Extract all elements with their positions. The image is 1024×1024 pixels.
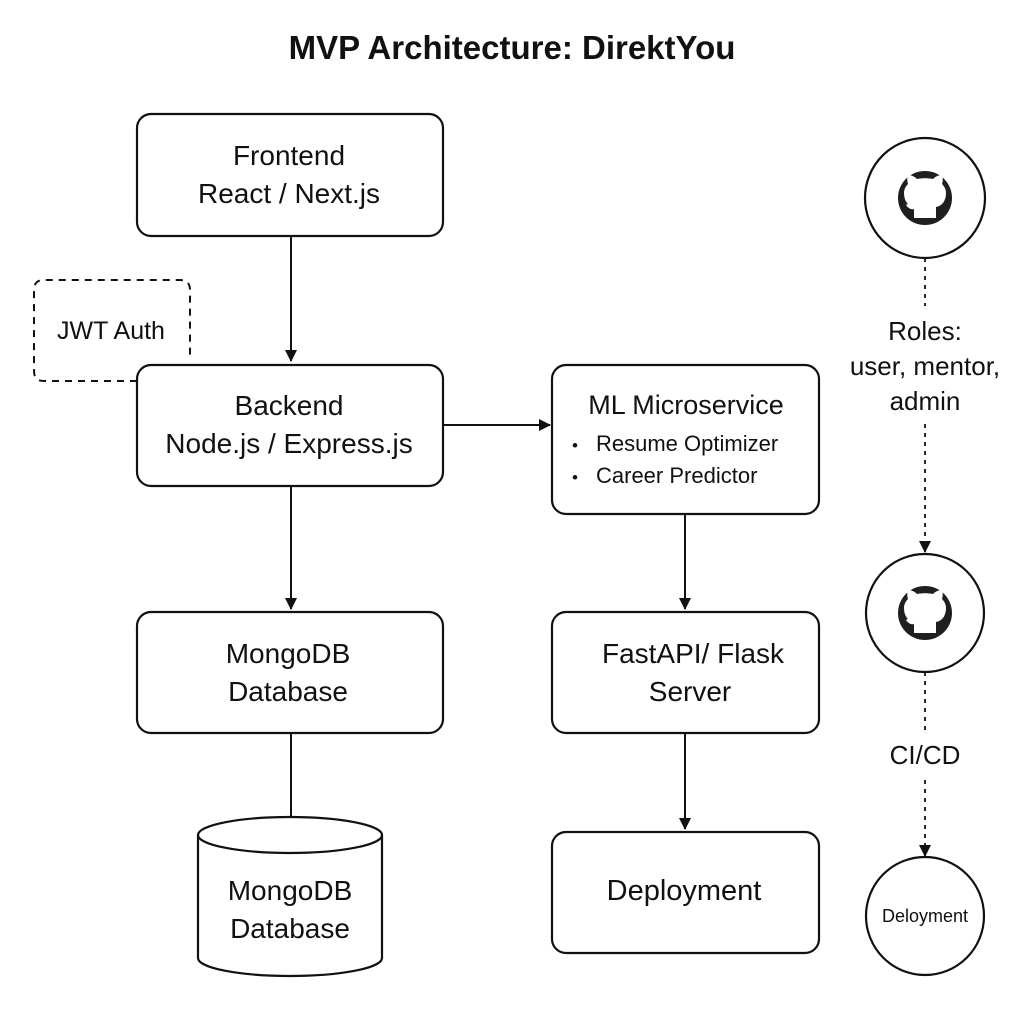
fastapi-title: FastAPI/ Flask (602, 638, 785, 669)
frontend-tech: React / Next.js (198, 178, 380, 209)
node-mongodb-store: MongoDB Database (196, 815, 384, 978)
node-frontend: Frontend React / Next.js (135, 112, 445, 238)
roles-annotation: Roles: user, mentor, admin (850, 316, 1000, 416)
mongodb-store-subtitle: Database (230, 913, 350, 944)
deployment-label: Deployment (607, 875, 762, 907)
github-icon (898, 586, 952, 640)
mongodb-store-title: MongoDB (228, 875, 353, 906)
ml-bullet-1: • (572, 436, 578, 455)
cicd-label: CI/CD (890, 740, 961, 770)
frontend-title: Frontend (233, 140, 345, 171)
deploy-circle-label: Deloyment (882, 906, 968, 926)
node-ml-microservice: ML Microservice • Resume Optimizer • Car… (550, 363, 821, 516)
mongodb-subtitle: Database (228, 676, 348, 707)
mongodb-title: MongoDB (226, 638, 351, 669)
node-fastapi-server: FastAPI/ Flask Server (550, 610, 821, 735)
page-title: MVP Architecture: DirektYou (289, 29, 736, 66)
node-mongodb: MongoDB Database (135, 610, 445, 735)
github-icon (898, 171, 952, 225)
note-jwt-auth: JWT Auth (33, 279, 191, 382)
roles-line-1: Roles: (888, 316, 962, 346)
node-deployment: Deployment (550, 830, 821, 955)
ml-title: ML Microservice (588, 390, 784, 420)
node-backend: Backend Node.js / Express.js (135, 363, 445, 488)
github-node-top (863, 136, 987, 260)
github-node-middle (864, 552, 986, 674)
backend-tech: Node.js / Express.js (165, 428, 412, 459)
roles-line-3: admin (890, 386, 961, 416)
fastapi-subtitle: Server (649, 676, 731, 707)
node-deploy-circle: Deloyment (864, 855, 986, 977)
roles-line-2: user, mentor, (850, 351, 1000, 381)
jwt-auth-label: JWT Auth (57, 317, 165, 345)
ml-item-resume-optimizer: Resume Optimizer (596, 431, 778, 456)
ml-bullet-2: • (572, 468, 578, 487)
ml-item-career-predictor: Career Predictor (596, 463, 757, 488)
backend-title: Backend (235, 390, 344, 421)
